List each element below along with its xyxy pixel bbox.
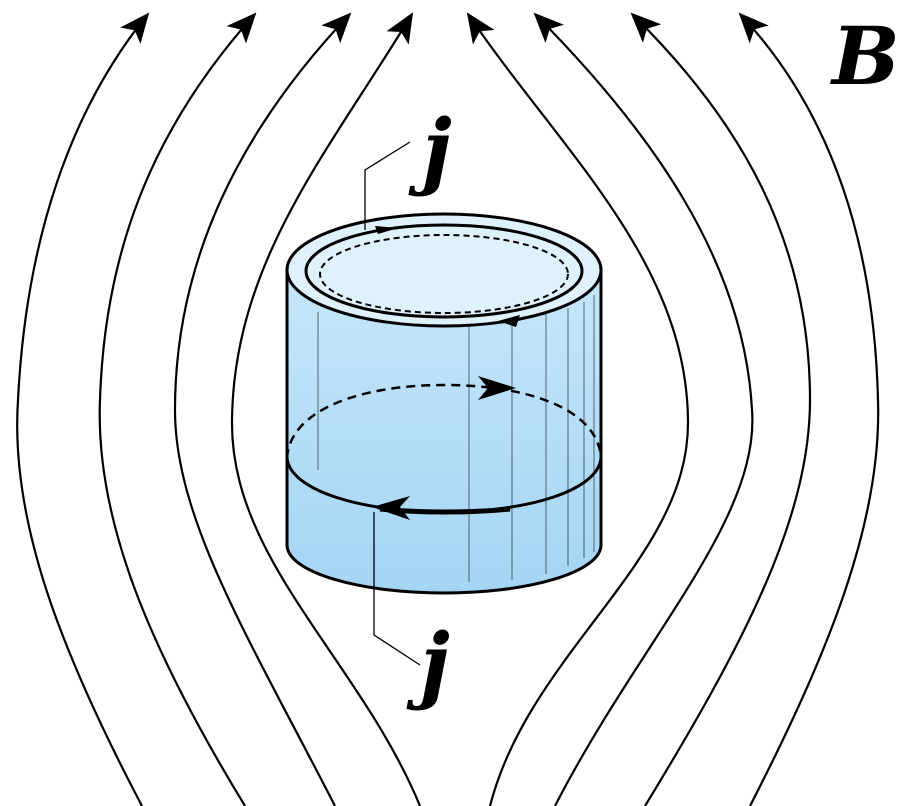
field-line-1 <box>16 12 150 806</box>
leader-line-top <box>364 141 411 230</box>
field-line-2 <box>98 12 257 806</box>
field-line-4 <box>230 12 422 806</box>
field-line-7 <box>630 12 812 806</box>
cylinder-top <box>285 212 603 328</box>
field-line-5 <box>466 12 690 806</box>
top-ring-arrow-right <box>375 226 398 234</box>
cylinder-side <box>285 268 603 595</box>
leader-line-bottom <box>373 512 421 666</box>
superconductor-cylinder <box>285 212 603 595</box>
top-ring-arrow-left <box>498 315 520 327</box>
top-dashed-ring <box>319 234 569 314</box>
inner-current-arrow-back <box>478 376 516 400</box>
field-line-8 <box>738 12 880 806</box>
field-line-6 <box>533 12 754 806</box>
inner-current-back <box>285 383 603 459</box>
inner-current-arrow-front <box>372 496 410 520</box>
current-label-top: j <box>408 102 452 198</box>
field-line-3 <box>173 12 352 806</box>
field-label-B: B <box>830 9 897 103</box>
current-label-bottom: j <box>406 616 450 712</box>
top-current-ring <box>304 223 584 319</box>
